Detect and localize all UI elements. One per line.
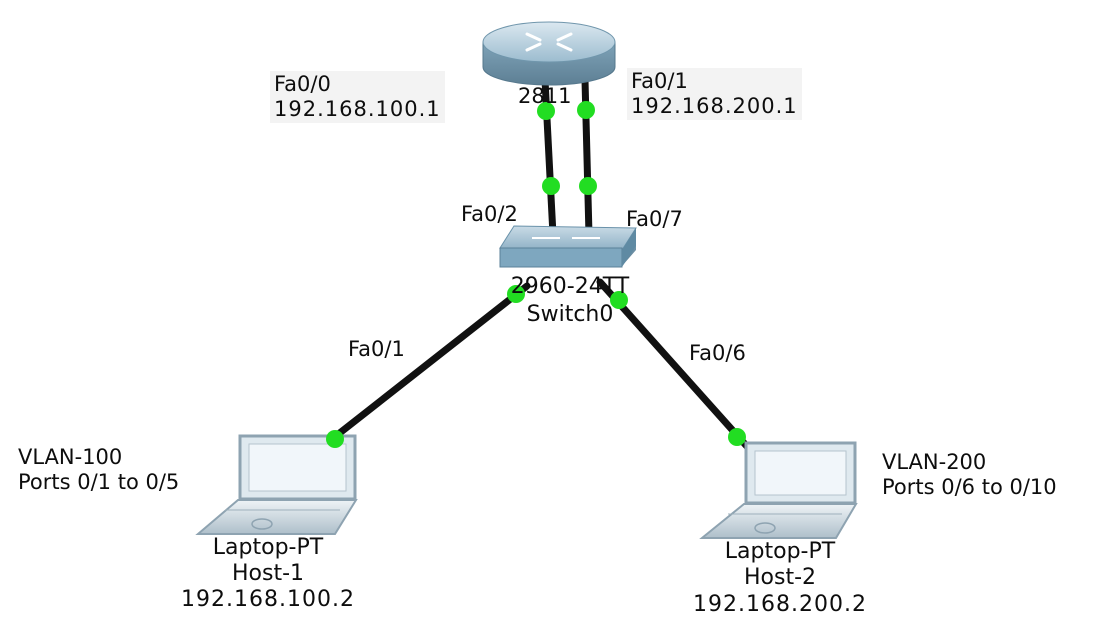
host2-name-label: Host-2	[743, 565, 817, 590]
host1-vlan-note: VLAN-100 Ports 0/1 to 0/5	[18, 445, 179, 495]
switch-icon[interactable]	[499, 225, 637, 268]
vlan-ports-label: Ports 0/1 to 0/5	[18, 470, 180, 494]
host1-type-label: Laptop-PT	[212, 535, 324, 560]
vlan-label: VLAN-200	[882, 450, 987, 474]
laptop-icon[interactable]	[195, 434, 358, 535]
link-switch-fa01-host1[interactable]	[314, 282, 531, 454]
vlan-label: VLAN-100	[18, 445, 123, 469]
port-name: Fa0/1	[631, 69, 688, 93]
router-icon[interactable]	[482, 21, 616, 86]
router-model-label: 2811	[518, 84, 572, 108]
link-up-indicator	[579, 177, 597, 195]
host1-name-label: Host-1	[231, 561, 305, 586]
host2-type-label: Laptop-PT	[724, 539, 836, 564]
host2-ip-label: 192.168.200.2	[693, 592, 867, 617]
link-switch-fa06-host2[interactable]	[596, 278, 756, 456]
router-port-fa01-label: Fa0/1 192.168.200.1	[627, 68, 802, 120]
link-up-indicator	[610, 291, 628, 309]
switch-model-label: 2960-24TT	[510, 274, 630, 299]
link-up-indicator	[507, 285, 525, 303]
link-up-indicator	[537, 102, 555, 120]
switch-port-fa02-label: Fa0/2	[461, 202, 518, 226]
ip-address: 192.168.100.1	[274, 97, 441, 121]
switch-port-fa06-label: Fa0/6	[689, 341, 746, 365]
host2-vlan-note: VLAN-200 Ports 0/6 to 0/10	[882, 450, 1057, 500]
host1-ip-label: 192.168.100.2	[181, 587, 355, 612]
router-port-fa00-label: Fa0/0 192.168.100.1	[270, 71, 445, 123]
switch-name-label: Switch0	[526, 302, 614, 327]
link-status-indicators	[326, 101, 746, 448]
laptop-icon[interactable]	[699, 441, 858, 539]
link-up-indicator	[728, 428, 746, 446]
port-name: Fa0/0	[274, 72, 331, 96]
link-up-indicator	[542, 177, 560, 195]
switch-port-fa01-label: Fa0/1	[348, 337, 405, 361]
switch-port-fa07-label: Fa0/7	[626, 207, 683, 231]
vlan-ports-label: Ports 0/6 to 0/10	[882, 475, 1057, 499]
link-up-indicator	[326, 430, 344, 448]
ip-address: 192.168.200.1	[631, 94, 798, 118]
link-up-indicator	[577, 101, 595, 119]
